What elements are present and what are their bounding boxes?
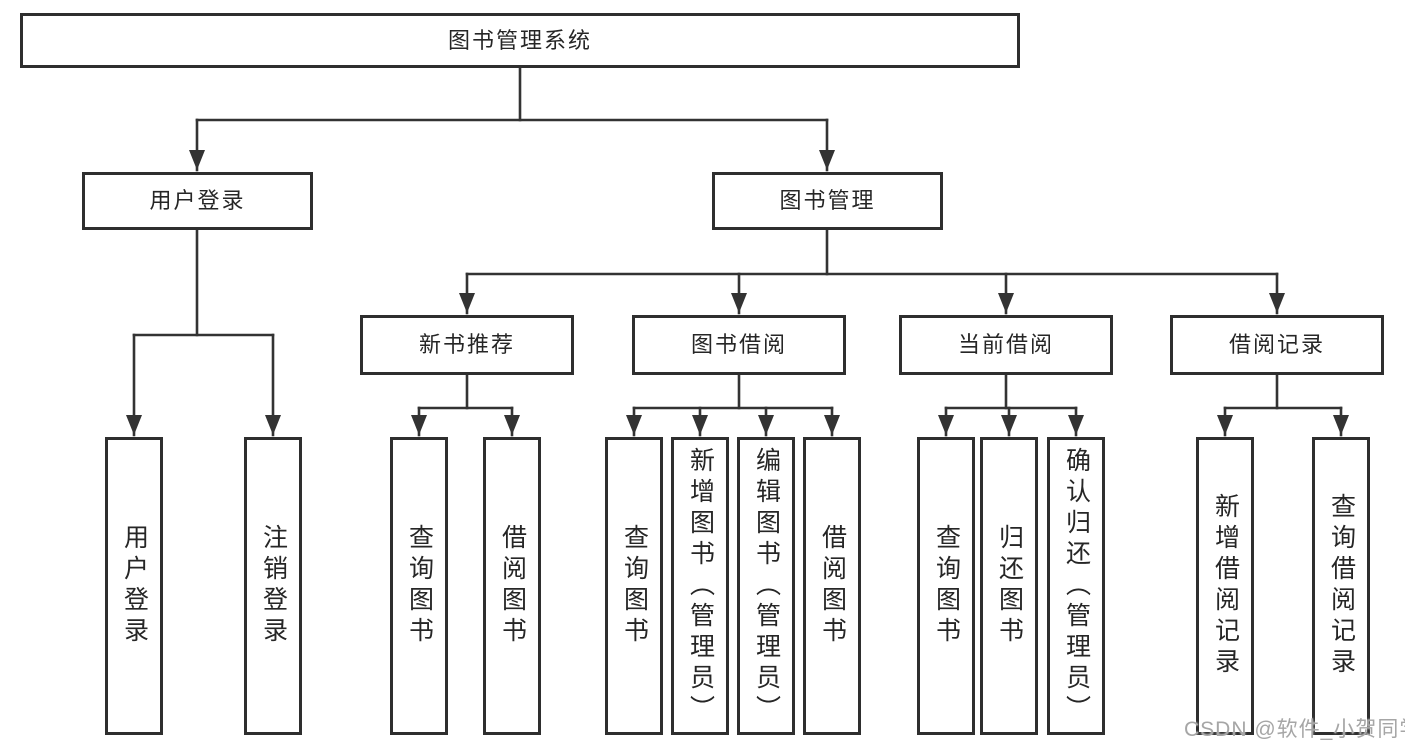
leaf-query-books-borrow: 查询图书 — [605, 437, 663, 735]
node-book-borrow: 图书借阅 — [632, 315, 846, 375]
leaf-logout: 注销登录 — [244, 437, 302, 735]
node-label: 当前借阅 — [957, 332, 1054, 357]
node-label: 新书推荐 — [418, 332, 515, 357]
leaf-query-books-recommend: 查询图书 — [390, 437, 448, 735]
leaf-edit-book-admin: 编辑图书（管理员） — [737, 437, 795, 735]
leaf-query-books-current: 查询图书 — [917, 437, 975, 735]
node-label: 查询图书 — [932, 524, 961, 648]
leaf-user-login: 用户登录 — [105, 437, 163, 735]
node-label: 图书管理系统 — [447, 27, 592, 53]
node-label: 图书管理 — [779, 188, 876, 213]
node-label: 用户登录 — [149, 188, 246, 213]
node-label: 查询图书 — [405, 524, 434, 648]
node-current-borrow: 当前借阅 — [899, 315, 1113, 375]
leaf-add-borrow-record: 新增借阅记录 — [1196, 437, 1254, 735]
leaf-return-book: 归还图书 — [980, 437, 1038, 735]
node-label: 归还图书 — [995, 524, 1024, 648]
csdn-watermark: CSDN @软件_小贺同学 — [1184, 718, 1405, 741]
node-label: 用户登录 — [120, 524, 149, 648]
node-label: 查询图书 — [620, 524, 649, 648]
node-label: 借阅记录 — [1228, 332, 1325, 357]
leaf-borrow-books-borrow: 借阅图书 — [803, 437, 861, 735]
node-new-book-recommend: 新书推荐 — [360, 315, 574, 375]
node-label: 注销登录 — [259, 524, 288, 648]
node-library-management-system: 图书管理系统 — [20, 13, 1020, 68]
leaf-confirm-return-admin: 确认归还（管理员） — [1047, 437, 1105, 735]
leaf-query-borrow-record: 查询借阅记录 — [1312, 437, 1370, 735]
node-label: 新增图书（管理员） — [686, 446, 715, 726]
node-borrow-records: 借阅记录 — [1170, 315, 1384, 375]
node-label: 查询借阅记录 — [1327, 493, 1356, 679]
leaf-add-book-admin: 新增图书（管理员） — [671, 437, 729, 735]
node-label: 借阅图书 — [818, 524, 847, 648]
node-label: 图书借阅 — [690, 332, 787, 357]
node-user-login: 用户登录 — [82, 172, 313, 230]
node-label: 编辑图书（管理员） — [752, 446, 781, 726]
node-book-management: 图书管理 — [712, 172, 943, 230]
node-label: 借阅图书 — [498, 524, 527, 648]
leaf-borrow-books-recommend: 借阅图书 — [483, 437, 541, 735]
node-label: 确认归还（管理员） — [1062, 446, 1091, 726]
node-label: 新增借阅记录 — [1211, 493, 1240, 679]
